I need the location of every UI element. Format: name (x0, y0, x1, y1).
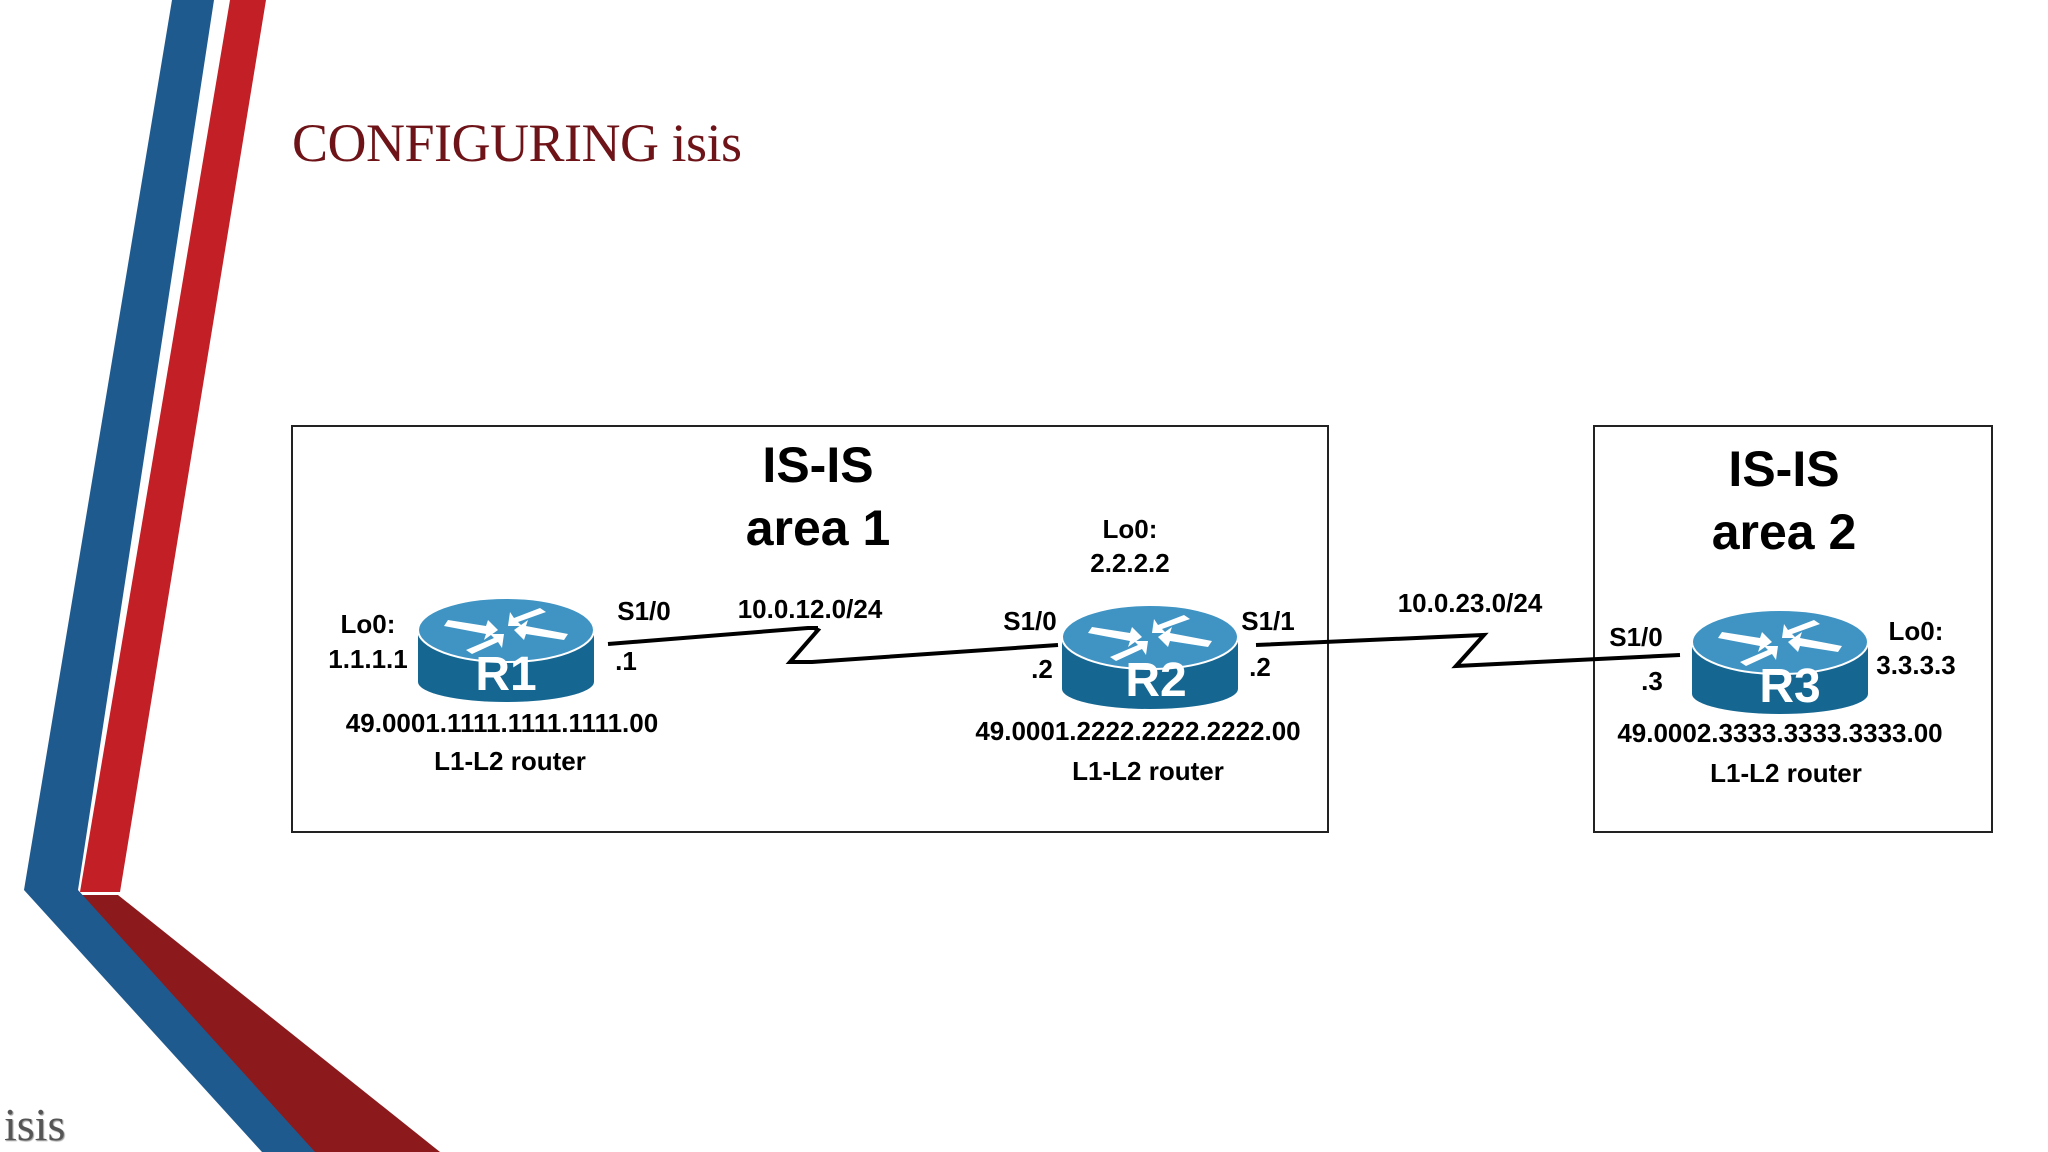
router-r3-name: R3 (1759, 660, 1820, 713)
stripe-dark-red (78, 895, 440, 1152)
link1-subnet: 10.0.12.0/24 (738, 594, 883, 624)
link1-r2-interface: S1/0 (1003, 606, 1057, 636)
link2-r2-interface: S1/1 (1241, 606, 1295, 636)
link-r1-r2 (607, 626, 1059, 664)
r2-loopback-label: Lo0: (1103, 514, 1158, 544)
r2-role: L1-L2 router (1072, 756, 1224, 786)
r1-loopback-label: Lo0: (341, 609, 396, 639)
r3-loopback-ip: 3.3.3.3 (1876, 650, 1956, 680)
r1-net-address: 49.0001.1111.1111.1111.00 (346, 708, 658, 738)
link2-r3-interface: S1/0 (1609, 622, 1663, 652)
slide-title: CONFIGURING isis (292, 113, 742, 173)
r1-loopback-ip: 1.1.1.1 (328, 644, 408, 674)
link1-r2-host: .2 (1031, 654, 1053, 684)
link1-r1-host: .1 (615, 646, 637, 676)
area2-label-line2: area 2 (1712, 504, 1857, 560)
router-r1-name: R1 (475, 648, 536, 701)
stripe-red (80, 0, 266, 892)
r3-loopback-label: Lo0: (1889, 616, 1944, 646)
link2-r2-host: .2 (1249, 652, 1271, 682)
footer-label: isis (4, 1099, 66, 1150)
area2-box (1593, 425, 1993, 833)
r3-net-address: 49.0002.3333.3333.3333.00 (1617, 718, 1942, 748)
link-r2-r3 (1255, 632, 1681, 669)
area1-label-line1: IS-IS (762, 437, 873, 493)
r1-role: L1-L2 router (434, 746, 586, 776)
r2-loopback-ip: 2.2.2.2 (1090, 548, 1170, 578)
area2-label-line1: IS-IS (1728, 441, 1839, 497)
r3-role: L1-L2 router (1710, 758, 1862, 788)
area1-box (291, 425, 1329, 833)
link2-r3-host: .3 (1641, 666, 1663, 696)
link2-subnet: 10.0.23.0/24 (1398, 588, 1543, 618)
area1-label-line2: area 1 (746, 500, 891, 556)
router-r2-name: R2 (1125, 654, 1186, 707)
stripe-blue (24, 0, 315, 1152)
r2-net-address: 49.0001.2222.2222.2222.00 (975, 716, 1300, 746)
link1-r1-interface: S1/0 (617, 596, 671, 626)
